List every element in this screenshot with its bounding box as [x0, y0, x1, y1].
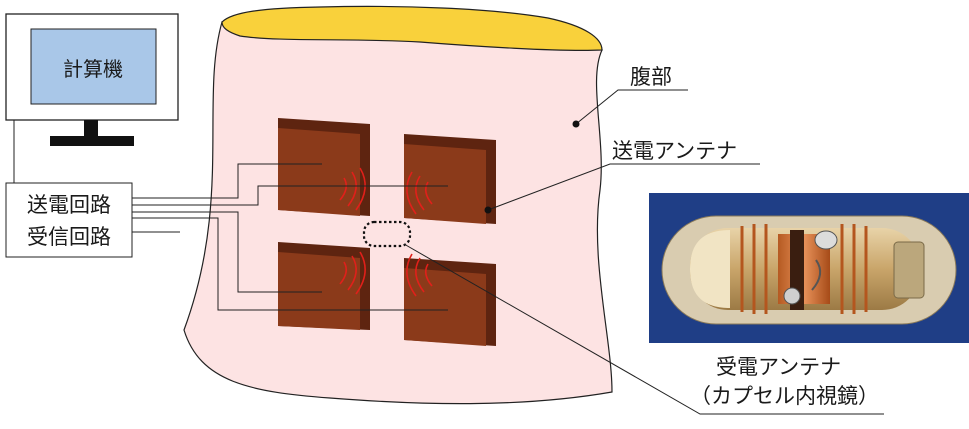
monitor-screen: [30, 28, 157, 105]
receive-antenna-label: 受電アンテナ: [716, 355, 841, 379]
computer-monitor-icon: [5, 13, 179, 146]
transmit-circuit-label: 送電回路: [27, 193, 111, 217]
abdomen-top: [221, 5, 603, 51]
leader-lines: [403, 89, 884, 415]
abdomen-label: 腹部: [630, 65, 672, 89]
antenna-panel-top-left: [278, 118, 370, 216]
antenna-panel-bottom-right: [404, 258, 496, 346]
antenna-panel-bottom-left: [278, 242, 370, 330]
abdomen-body: [183, 21, 613, 405]
wiring: [132, 163, 448, 311]
radio-wave-icon: [339, 167, 433, 297]
antenna-panel-top-right: [404, 134, 496, 224]
capsule-note-label: （カプセル内視鏡）: [690, 384, 879, 408]
capsule-endoscope-photo: [649, 193, 969, 343]
circuit-box: [5, 182, 133, 258]
transmit-antenna-label: 送電アンテナ: [612, 139, 737, 163]
computer-label: 計算機: [63, 57, 123, 81]
receive-circuit-label: 受信回路: [27, 225, 111, 249]
